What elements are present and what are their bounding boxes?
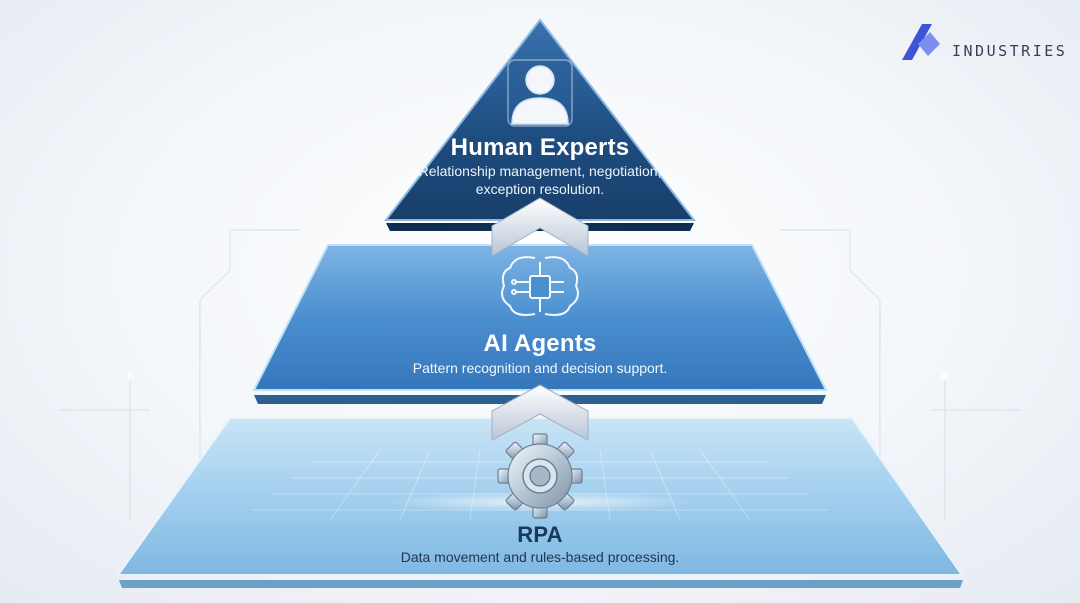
background-circuit-lines	[60, 229, 1020, 520]
brain-chip-icon	[501, 256, 579, 316]
tier-title: AI Agents	[483, 330, 597, 357]
tier-title: RPA	[517, 522, 563, 547]
chevron-up-icon	[491, 197, 589, 257]
tier-human-experts-text: Human Experts Relationship management, n…	[0, 134, 1080, 198]
tier-rpa-text: RPA Data movement and rules-based proces…	[0, 522, 1080, 566]
brand-name: INDUSTRIES	[952, 42, 1068, 60]
tier-ai-agents-text: AI Agents Pattern recognition and decisi…	[0, 330, 1080, 377]
person-icon	[507, 59, 573, 127]
brand-logo[interactable]: INDUSTRIES	[896, 18, 1066, 68]
tier-description: Relationship management, negotiation, ex…	[418, 163, 662, 197]
gear-icon	[497, 433, 583, 519]
tier-title: Human Experts	[450, 134, 630, 161]
tier-description: Pattern recognition and decision support…	[412, 360, 668, 376]
logo-mark-icon	[902, 24, 940, 60]
tier-description: Data movement and rules-based processing…	[400, 549, 680, 565]
chevron-up-icon	[491, 384, 589, 441]
